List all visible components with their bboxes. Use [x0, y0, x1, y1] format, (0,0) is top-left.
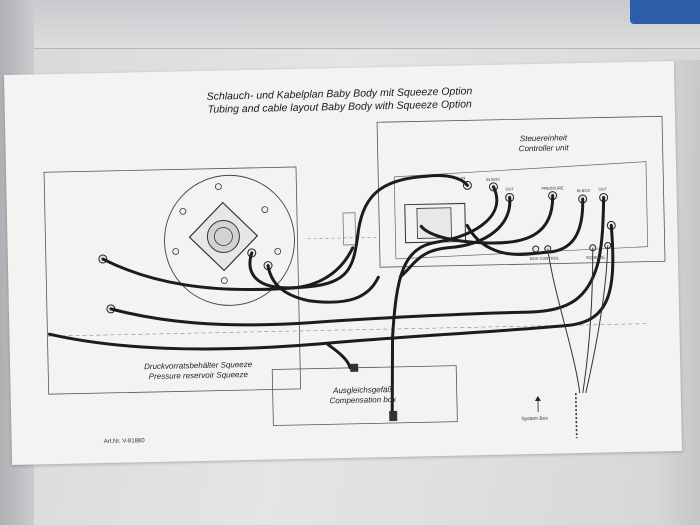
- port-label-in-box-2: IN BOX: [576, 187, 591, 194]
- port-label-in: IN: [461, 175, 466, 181]
- controller-panel: [393, 161, 649, 260]
- port-label-out-2: OUT: [598, 186, 608, 192]
- wiring-diagram: [43, 115, 666, 439]
- cabinet-top-edge: [0, 0, 700, 49]
- port-label-out: OUT: [505, 186, 514, 192]
- controller-outline: [376, 115, 666, 268]
- port-label-in-box: IN BOX: [486, 176, 500, 182]
- port-label-pressure: PRESSURE: [541, 185, 564, 191]
- blue-object: [630, 0, 700, 24]
- cable-bundle: [47, 174, 615, 417]
- compensation-outline: [271, 365, 458, 426]
- wiring-diagram-sheet: Schlauch- und Kabelplan Baby Body mit Sq…: [3, 61, 683, 465]
- article-number: Art.Nr. V-81880: [103, 438, 145, 446]
- box-control-label: BOX CONTROL: [529, 255, 560, 262]
- dashed-line: [47, 323, 650, 337]
- reservoir-circle: [164, 174, 295, 306]
- squeeze-label: SQUEEZE: [585, 254, 606, 260]
- reservoir-outline: [43, 166, 302, 395]
- signal-cables: [547, 245, 609, 439]
- system-box-label: System Box: [521, 415, 549, 423]
